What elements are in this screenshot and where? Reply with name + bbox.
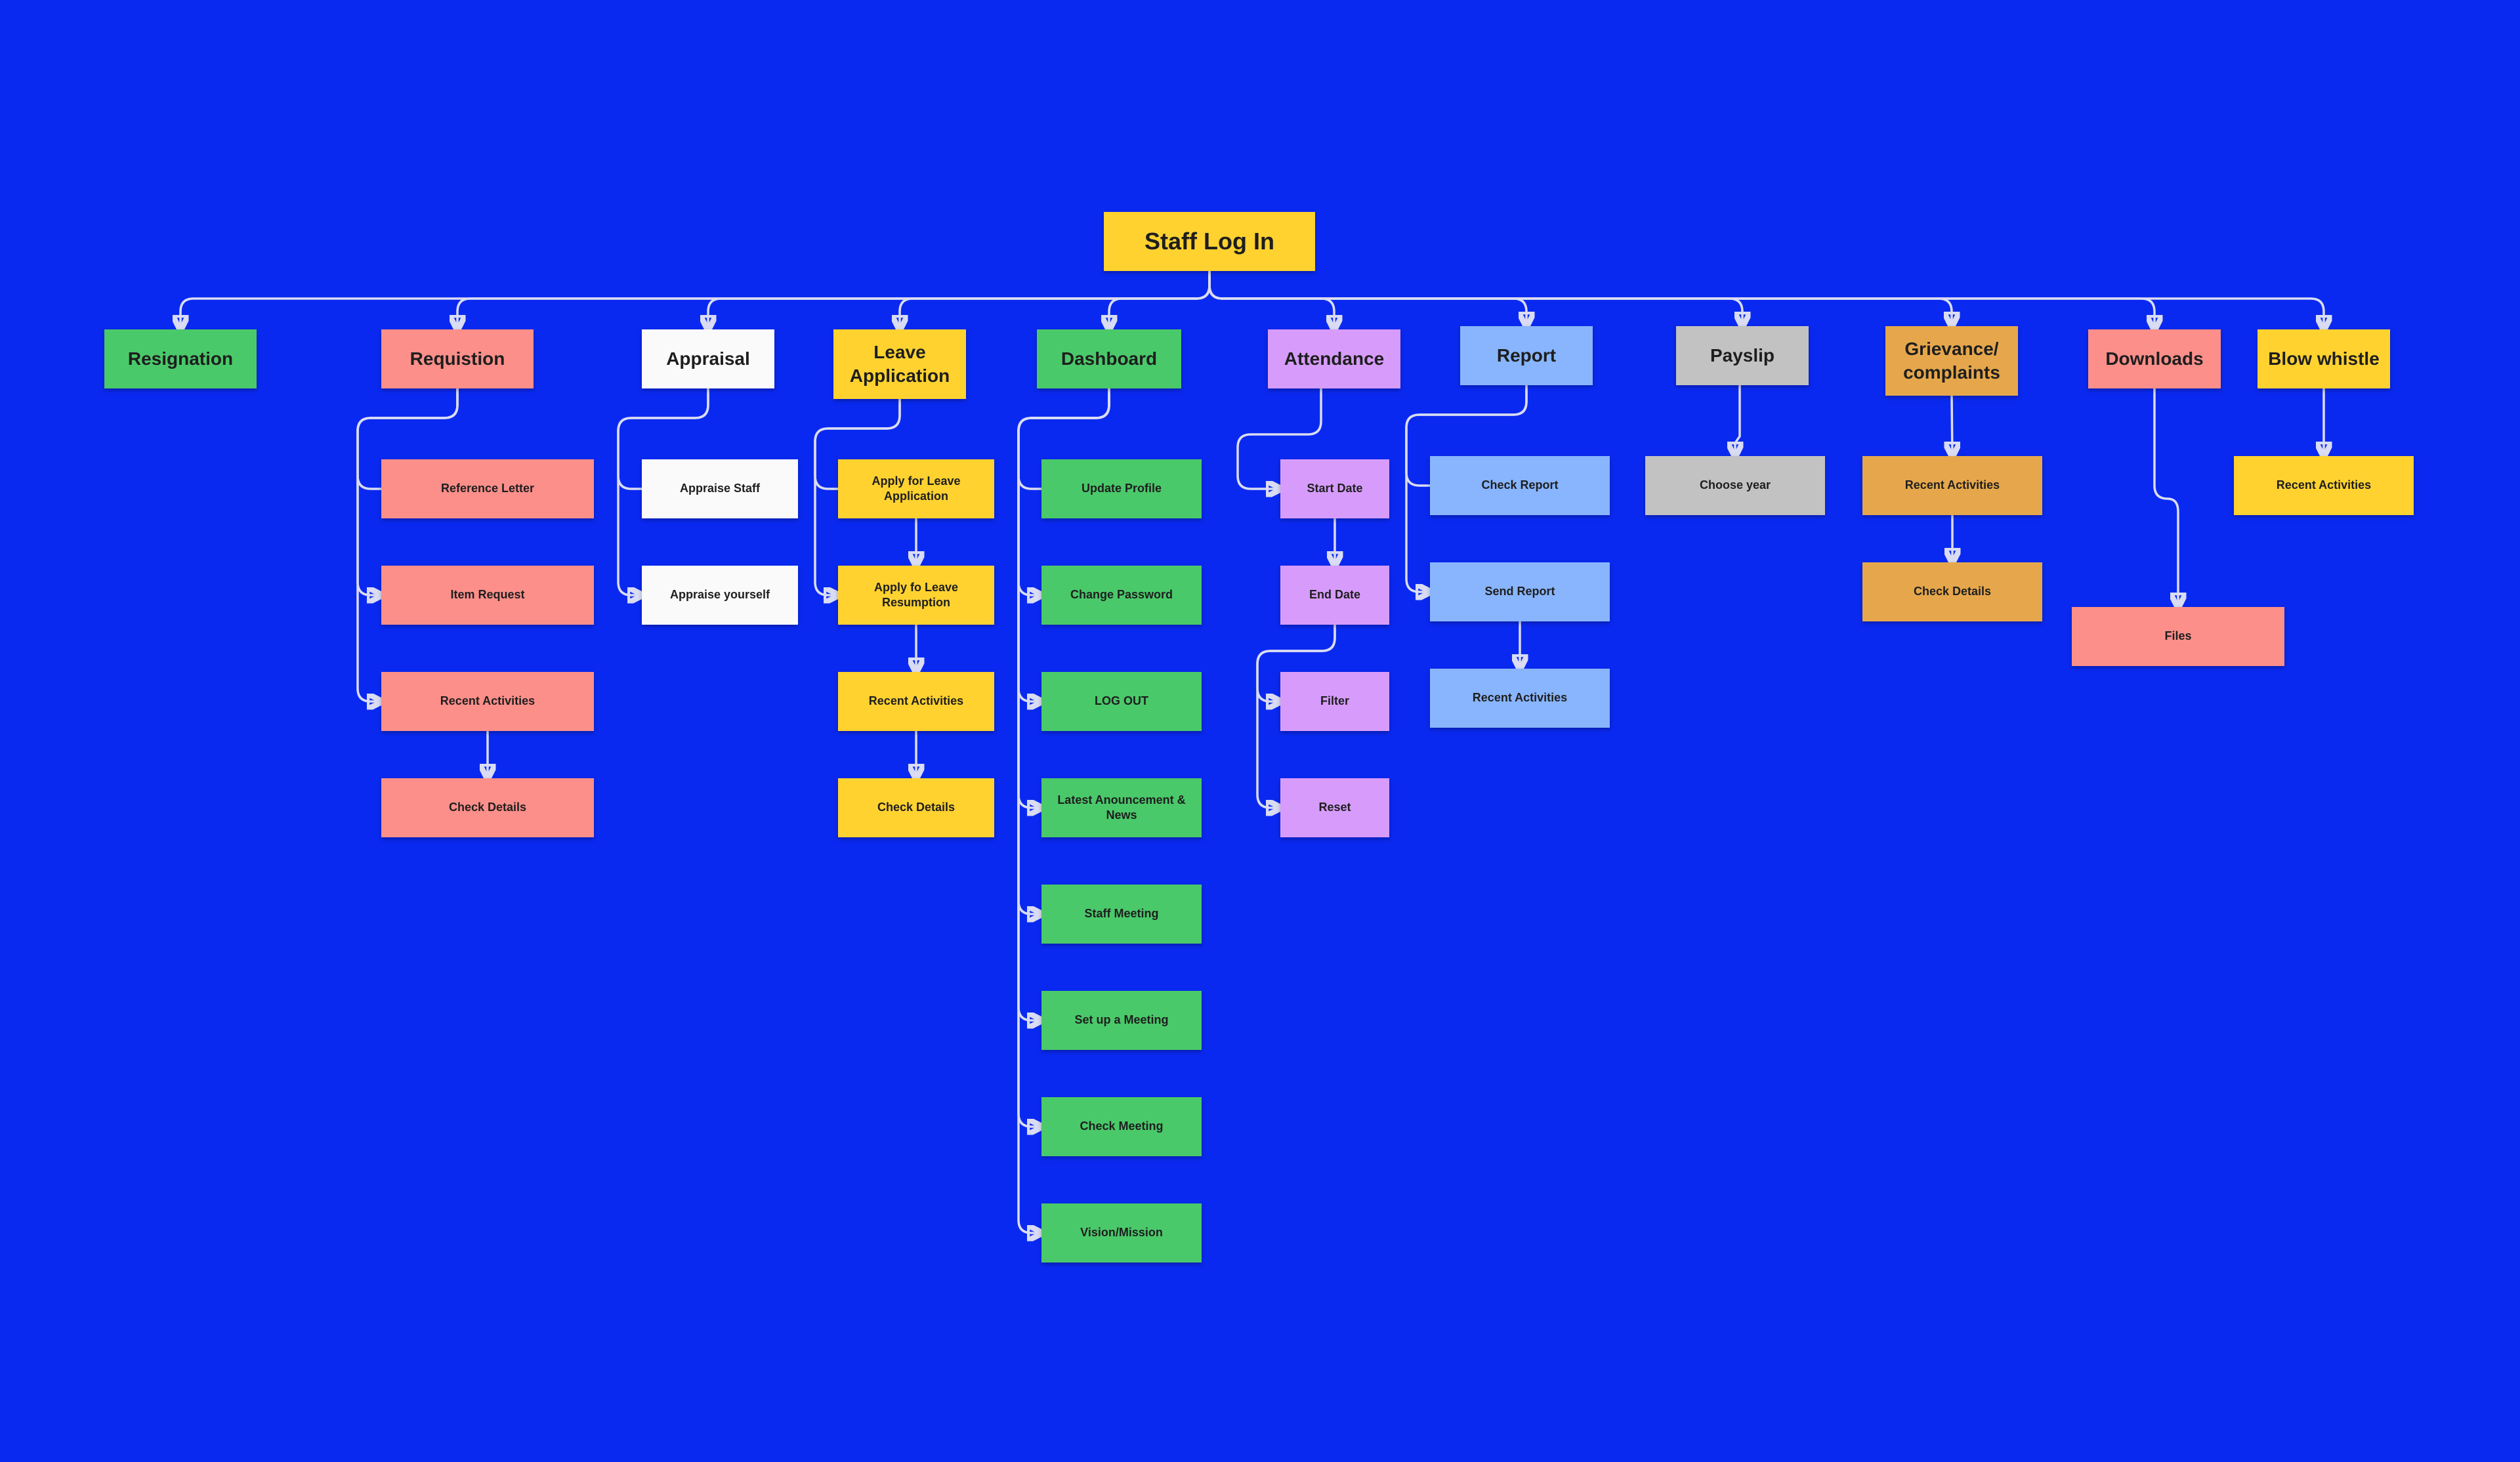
resignation-node[interactable]: Resignation [104, 329, 257, 388]
update-profile-node[interactable]: Update Profile [1041, 459, 1202, 518]
leave-application-node[interactable]: Leave Application [833, 329, 966, 399]
connector-root-to-whistle [1208, 271, 2324, 329]
connector-root-to-requistion [457, 271, 1211, 329]
connector-root-to-attendance [1208, 271, 1334, 329]
check-report-node[interactable]: Check Report [1430, 456, 1610, 515]
grievance-complaints-node[interactable]: Grievance/ complaints [1885, 326, 2018, 396]
blow-whistle-node[interactable]: Blow whistle [2258, 329, 2390, 388]
connector-dashboard-2 [1017, 388, 1110, 701]
connector-report-1 [1405, 385, 1528, 592]
appraisal-node[interactable]: Appraisal [642, 329, 774, 388]
report-recent-activities-node[interactable]: Recent Activities [1430, 669, 1610, 728]
reset-node[interactable]: Reset [1280, 778, 1389, 837]
requistion-check-details-node[interactable]: Check Details [381, 778, 594, 837]
whistle-recent-activities-node[interactable]: Recent Activities [2234, 456, 2414, 515]
set-up-meeting-node[interactable]: Set up a Meeting [1041, 991, 1202, 1050]
end-date-node[interactable]: End Date [1280, 566, 1389, 625]
vision-mission-node[interactable]: Vision/Mission [1041, 1203, 1202, 1263]
connector-root-to-dashboard [1109, 271, 1211, 329]
filter-node[interactable]: Filter [1280, 672, 1389, 731]
staff-log-in-node[interactable]: Staff Log In [1104, 212, 1315, 271]
connector-root-to-appraisal [708, 271, 1211, 329]
leave-recent-activities-node[interactable]: Recent Activities [838, 672, 994, 731]
start-date-node[interactable]: Start Date [1280, 459, 1389, 518]
dashboard-node[interactable]: Dashboard [1037, 329, 1181, 388]
connector-payslip-year [1735, 385, 1740, 456]
item-request-node[interactable]: Item Request [381, 566, 594, 625]
log-out-node[interactable]: LOG OUT [1041, 672, 1202, 731]
appraise-yourself-node[interactable]: Appraise yourself [642, 566, 798, 625]
reference-letter-node[interactable]: Reference Letter [381, 459, 594, 518]
apply-leave-application-node[interactable]: Apply for Leave Application [838, 459, 994, 518]
appraise-staff-node[interactable]: Appraise Staff [642, 459, 798, 518]
staff-meeting-node[interactable]: Staff Meeting [1041, 885, 1202, 944]
files-node[interactable]: Files [2072, 607, 2284, 666]
connector-root-to-resignation [180, 271, 1211, 329]
connector-root-to-downloads [1208, 271, 2154, 329]
attendance-node[interactable]: Attendance [1268, 329, 1400, 388]
connector-requistion-2 [356, 388, 459, 701]
choose-year-node[interactable]: Choose year [1645, 456, 1825, 515]
change-password-node[interactable]: Change Password [1041, 566, 1202, 625]
leave-check-details-node[interactable]: Check Details [838, 778, 994, 837]
connector-leave-1 [814, 399, 901, 595]
check-meeting-node[interactable]: Check Meeting [1041, 1097, 1202, 1156]
apply-leave-resumption-node[interactable]: Apply fo Leave Resumption [838, 566, 994, 625]
payslip-node[interactable]: Payslip [1676, 326, 1809, 385]
connector-attendance-3 [1256, 625, 1336, 808]
connector-attendance-start [1236, 388, 1322, 489]
grievance-recent-activities-node[interactable]: Recent Activities [1862, 456, 2042, 515]
connector-downloads-files [2153, 388, 2178, 607]
connector-root-to-leave [900, 271, 1211, 329]
requistion-node[interactable]: Requistion [381, 329, 534, 388]
report-node[interactable]: Report [1460, 326, 1593, 385]
connector-appraisal-1 [617, 388, 709, 595]
requistion-recent-activities-node[interactable]: Recent Activities [381, 672, 594, 731]
downloads-node[interactable]: Downloads [2088, 329, 2221, 388]
connector-dashboard-7 [1017, 388, 1110, 1233]
latest-announcement-news-node[interactable]: Latest Anouncement & News [1041, 778, 1202, 837]
grievance-check-details-node[interactable]: Check Details [1862, 562, 2042, 621]
send-report-node[interactable]: Send Report [1430, 562, 1610, 621]
